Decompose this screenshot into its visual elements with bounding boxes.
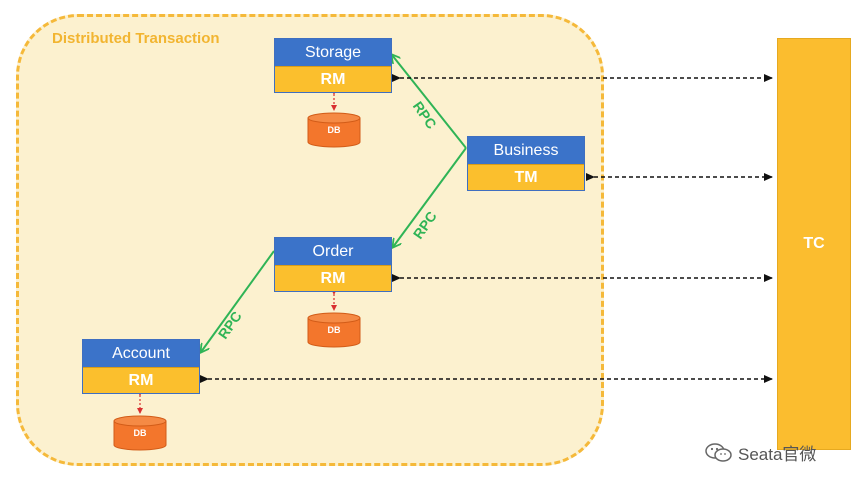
- account-service-name: Account: [83, 340, 199, 367]
- rpc-line-business-order: [393, 147, 467, 247]
- account-db-label: DB: [133, 428, 147, 438]
- transaction-coordinator: TC: [777, 38, 851, 450]
- wechat-icon: [705, 442, 732, 462]
- rpc-line-order-account: [201, 250, 275, 352]
- business-tm: TM: [468, 164, 584, 190]
- region-title: Distributed Transaction: [52, 30, 220, 47]
- watermark: Seata官微: [704, 440, 816, 465]
- business-service-name: Business: [468, 137, 584, 164]
- account-rm: RM: [83, 367, 199, 393]
- watermark-text: Seata官微: [738, 445, 817, 464]
- account-service: Account RM: [82, 339, 200, 394]
- order-db-icon: DB: [307, 312, 361, 348]
- rpc-line-business-storage: [392, 55, 467, 149]
- account-db-icon: DB: [113, 415, 167, 451]
- tc-label: TC: [803, 235, 825, 252]
- business-service: Business TM: [467, 136, 585, 191]
- storage-rm: RM: [275, 66, 391, 92]
- storage-db-label: DB: [327, 125, 341, 135]
- order-db-label: DB: [327, 325, 341, 335]
- storage-db-icon: DB: [307, 112, 361, 148]
- order-rm: RM: [275, 265, 391, 291]
- order-service-name: Order: [275, 238, 391, 265]
- storage-service-name: Storage: [275, 39, 391, 66]
- order-service: Order RM: [274, 237, 392, 292]
- storage-service: Storage RM: [274, 38, 392, 93]
